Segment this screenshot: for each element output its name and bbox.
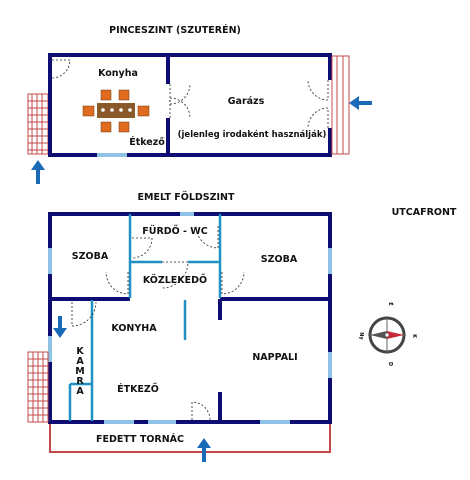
ground-floor-walls	[48, 212, 332, 424]
basement-dining-label: Étkező	[129, 136, 165, 148]
basement-doors	[51, 59, 329, 129]
compass-west: Ny	[358, 332, 364, 340]
svg-text:R: R	[76, 376, 84, 387]
basement-walls	[48, 53, 332, 157]
pantry-label: K A M R A	[75, 346, 84, 397]
svg-text:M: M	[75, 366, 84, 377]
basement-kitchen-label: Konyha	[98, 68, 138, 79]
basement-window	[97, 153, 127, 157]
hallway-label: KÖZLEKEDŐ	[143, 275, 207, 286]
basement-floor: PINCESZINT (SZUTERÉN)	[27, 24, 372, 184]
svg-text:K: K	[76, 346, 84, 357]
living-room-label: NAPPALI	[252, 352, 297, 363]
basement-stairs	[27, 93, 49, 155]
ground-floor-partitions	[68, 214, 222, 421]
garage-label: Garázs	[228, 96, 265, 107]
porch-outline	[49, 424, 331, 453]
basement-entry-arrow-icon	[31, 160, 45, 184]
compass-rose-icon: É D K Ny	[358, 302, 417, 366]
garage-ramp	[331, 55, 350, 155]
ground-floor-stairs	[27, 351, 49, 423]
compass-east: K	[411, 334, 417, 339]
room-right-label: SZOBA	[261, 254, 298, 265]
dining-label: ÉTKEZŐ	[117, 383, 159, 395]
kitchen-label: KONYHA	[111, 323, 157, 334]
porch-entry-arrow-icon	[197, 438, 211, 462]
compass-north: É	[387, 302, 395, 306]
ground-floor-doors	[71, 225, 245, 421]
compass-south: D	[387, 362, 393, 366]
street-front-label: UTCAFRONT	[392, 207, 457, 218]
svg-text:A: A	[76, 386, 84, 397]
svg-text:A: A	[76, 356, 84, 367]
ground-floor-title: EMELT FÖLDSZINT	[138, 192, 235, 203]
room-left-label: SZOBA	[72, 251, 109, 262]
side-entry-arrow-icon	[53, 316, 67, 338]
garage-note: (jelenleg irodaként használják)	[178, 129, 327, 140]
garage-entry-arrow-icon	[349, 96, 372, 110]
basement-title: PINCESZINT (SZUTERÉN)	[109, 24, 241, 36]
bathroom-label: FÜRDŐ - WC	[142, 226, 208, 237]
dining-table-icon	[82, 89, 150, 133]
ground-floor-windows	[48, 212, 332, 424]
porch-label: FEDETT TORNÁC	[96, 433, 184, 445]
ground-floor: EMELT FÖLDSZINT UTCAFRONT	[27, 192, 457, 462]
